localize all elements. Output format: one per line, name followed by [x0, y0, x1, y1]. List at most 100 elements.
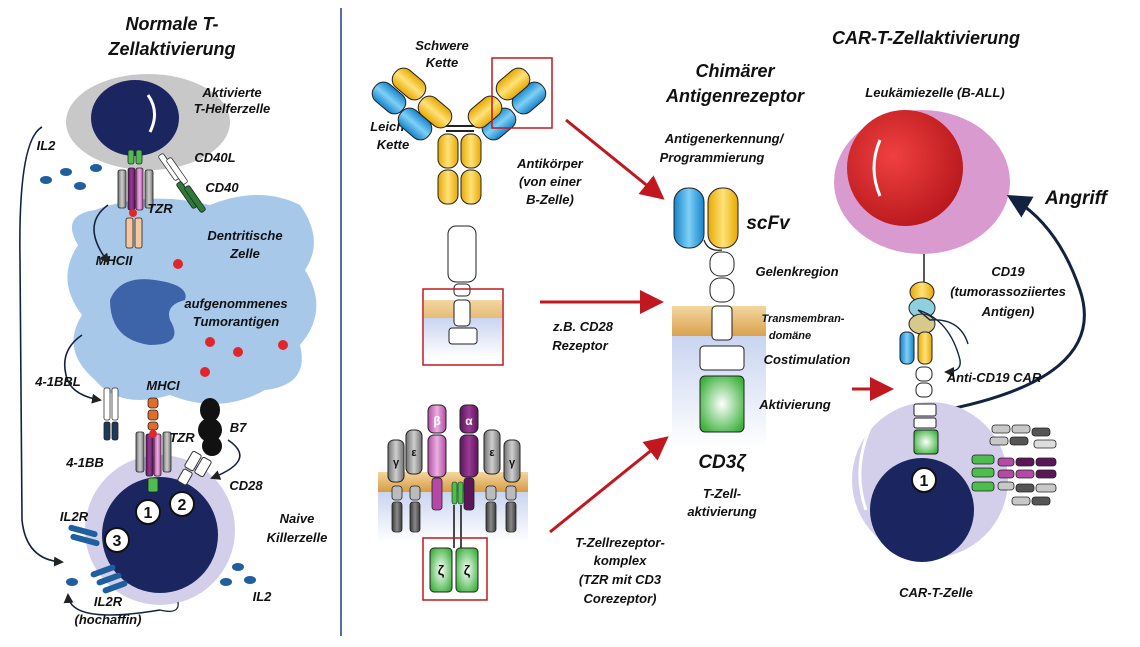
il2r-high-arrow — [63, 593, 161, 616]
cd28-line1: z.B. CD28 — [552, 319, 614, 334]
bbl-label: 4-1BBL — [34, 374, 81, 389]
badge-1 — [135, 499, 161, 525]
il2-molecule — [90, 164, 102, 172]
zeta-left-label: ζ — [438, 562, 445, 578]
arrow-tcr-to-car — [549, 436, 669, 534]
naive-line1: Naive — [280, 511, 315, 526]
mhci-label: MHCI — [146, 378, 180, 393]
tzr-bottom-label: TZR — [169, 430, 195, 445]
mhcii-arrow — [93, 204, 110, 264]
il2r-high-chain — [96, 572, 122, 586]
il2-molecule — [66, 578, 78, 586]
hinge-domain-2 — [709, 277, 735, 303]
car-hinge — [915, 382, 933, 398]
zeta-right-label: ζ — [464, 562, 471, 578]
car-activation — [913, 429, 939, 455]
il2r-label: IL2R — [60, 509, 89, 524]
car-t-nucleus — [870, 458, 974, 562]
alpha-label: α — [465, 414, 473, 428]
antibody-line1: Antikörper — [516, 156, 584, 171]
car-t-badge-1 — [911, 467, 937, 493]
leukemia-label: Leukämiezelle (B-ALL) — [865, 85, 1004, 100]
left-title-line2: Zellaktivierung — [107, 39, 235, 59]
car-scfv-heavy — [917, 331, 933, 365]
antigen-dot — [200, 367, 210, 377]
il2-path-arrow — [19, 126, 64, 567]
arrow-antibody-to-car — [565, 118, 665, 200]
antibody-line2: (von einer — [519, 174, 582, 189]
activation-domain — [699, 375, 745, 433]
car-t-cell-highlight — [858, 427, 872, 511]
right-title: CAR-T-Zellaktivierung — [832, 28, 1020, 48]
helper-nucleus — [91, 80, 179, 156]
heavy-line2: Kette — [426, 55, 459, 70]
car-title-line1: Chimärer — [695, 61, 775, 81]
il2r-high-line1: IL2R — [94, 594, 123, 609]
hinge-label: Gelenkregion — [755, 264, 838, 279]
il2r-high-chain — [102, 580, 128, 594]
activation-label: Aktivierung — [758, 397, 831, 412]
left-title-line1: Normale T- — [125, 14, 218, 34]
car-scfv-light — [899, 331, 915, 365]
cd28-highlight-box — [422, 288, 504, 366]
tact-line2: aktivierung — [687, 504, 756, 519]
cd28-receptor — [424, 225, 502, 358]
cd19-line3: Antigen) — [981, 304, 1035, 319]
il2r-high-line2: (hochaffin) — [75, 612, 142, 627]
car-transmembrane — [913, 403, 937, 417]
scfv-label: scFv — [746, 213, 791, 234]
badge-3-text: 3 — [113, 533, 122, 550]
tcr-line1: T-Zellrezeptor- — [575, 535, 665, 550]
il2-molecule — [40, 176, 52, 184]
cd19-binding-arrow — [917, 309, 969, 377]
bbl-arrow — [63, 334, 102, 404]
anti-cd19-label: Anti-CD19 CAR — [946, 370, 1042, 385]
cd19-line2: (tumorassoziiertes — [950, 284, 1066, 299]
car-t-endogenous-tcr — [971, 424, 1057, 506]
bb-label: 4-1BB — [65, 455, 104, 470]
il2-top-label: IL2 — [37, 138, 57, 153]
tcr-line4: Corezeptor) — [584, 591, 657, 606]
recog-line2: Programmierung — [660, 150, 765, 165]
dendritic-line2: Zelle — [229, 246, 260, 261]
middle-panel: Schwere Kette Leichte Kette Antikörper (… — [370, 38, 669, 606]
antibody-structure — [371, 67, 547, 205]
badge-2 — [169, 491, 195, 517]
antigen-line1: aufgenommenes — [184, 296, 287, 311]
il2-molecule — [232, 563, 244, 571]
tzr-top-label: TZR — [147, 201, 173, 216]
beta-label: β — [433, 414, 440, 428]
antigen-dot — [173, 259, 183, 269]
b7-cd28-complex — [177, 398, 222, 486]
naive-line2: Killerzelle — [267, 530, 328, 545]
costim-label: Costimulation — [764, 352, 851, 367]
il2r-chain — [68, 524, 98, 538]
car-panel: Chimärer Antigenrezeptor Antigenerkennun… — [660, 61, 851, 519]
bbl-complex — [103, 387, 119, 441]
antigen-dot — [205, 337, 215, 347]
cart-label: CAR-T-Zelle — [899, 585, 973, 600]
attack-arrow — [934, 194, 1086, 414]
scfv-heavy-domain — [707, 187, 739, 249]
il2-molecule — [220, 578, 232, 586]
scfv-linker — [703, 239, 723, 251]
car-title-line2: Antigenrezeptor — [665, 86, 805, 106]
il2r-chain — [70, 533, 100, 547]
epsilon-left-label: ε — [411, 447, 417, 459]
leukemia-highlight — [872, 139, 882, 197]
tm-line2: domäne — [769, 330, 811, 342]
left-panel: Normale T- Zellaktivierung Aktivierte T-… — [19, 14, 328, 627]
costimulation-domain — [699, 345, 745, 371]
fab-highlight-box — [491, 57, 553, 129]
transmembrane-domain — [711, 305, 733, 341]
car-hinge — [915, 366, 933, 382]
cd3z-label: CD3ζ — [698, 452, 747, 473]
il2-bottom-label: IL2 — [253, 589, 273, 604]
cd19-line1: CD19 — [991, 264, 1025, 279]
tcr-line3: (TZR mit CD3 — [579, 572, 662, 587]
badge-2-text: 2 — [178, 497, 187, 514]
tact-line1: T-Zell- — [703, 486, 741, 501]
zeta-highlight-box — [422, 537, 488, 601]
cd40-complex — [158, 153, 206, 213]
